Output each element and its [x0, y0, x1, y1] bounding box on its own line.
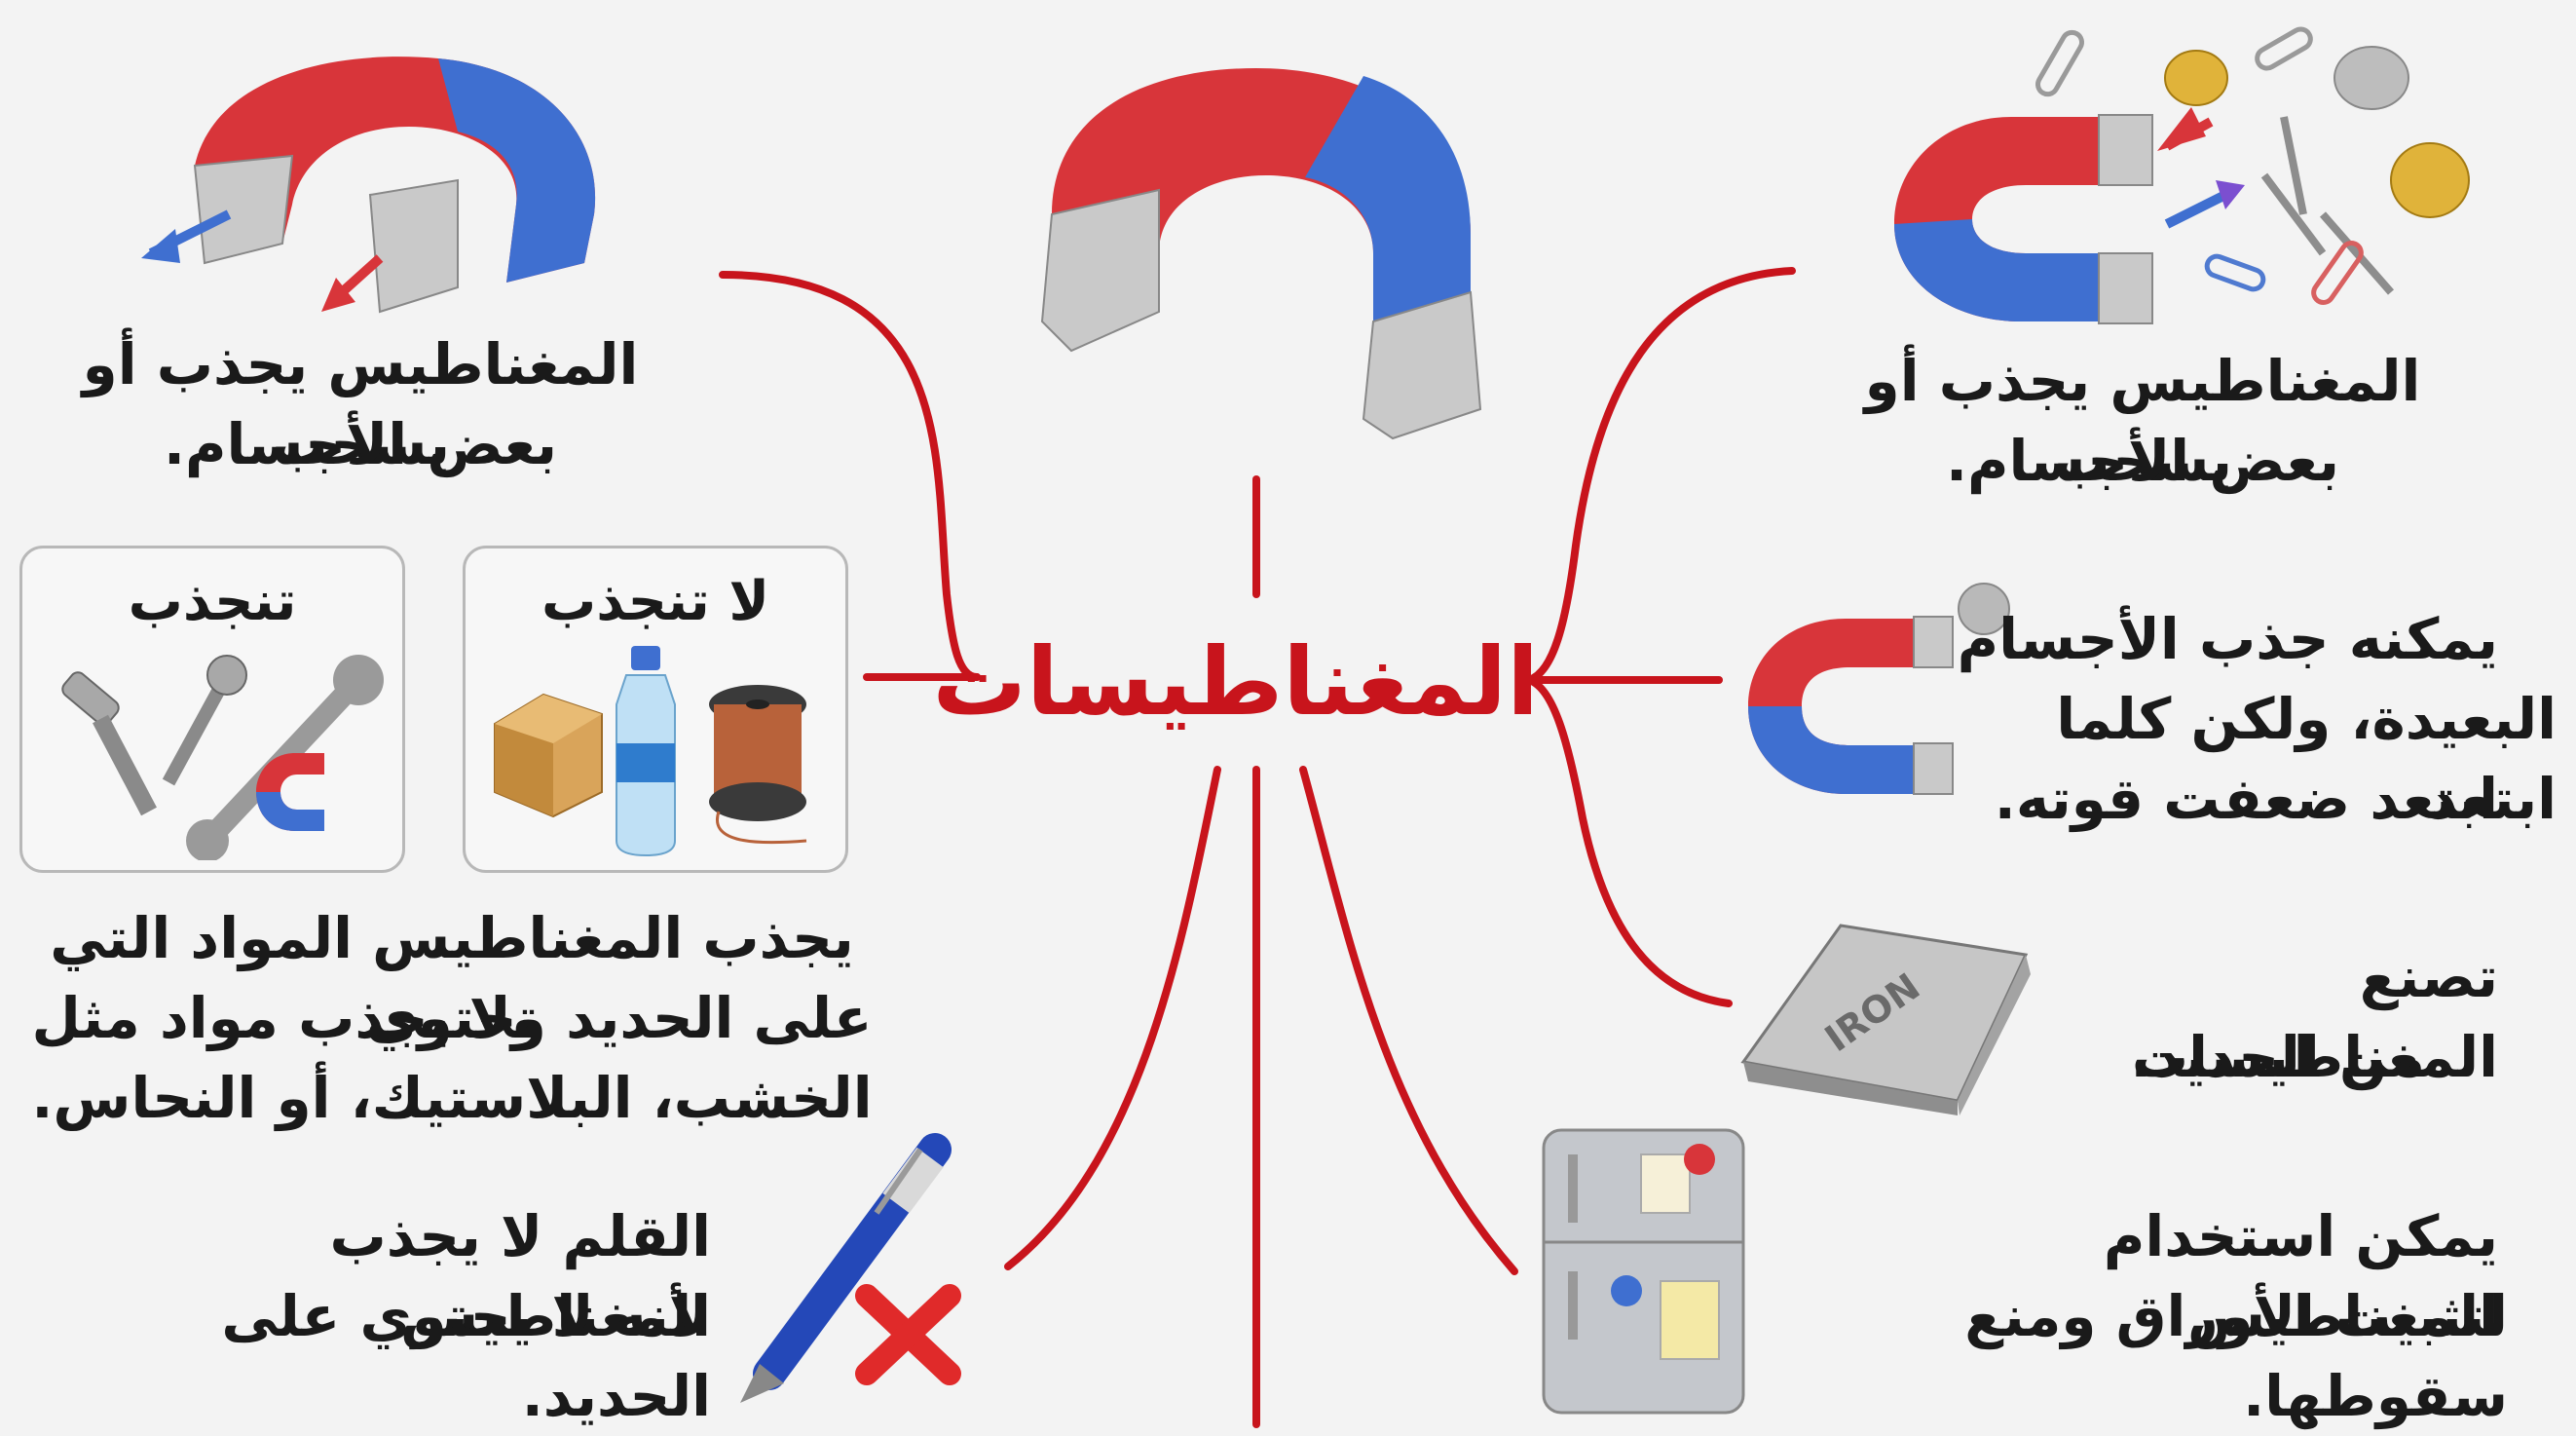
- fridge-text-line1: يمكن استخدام المغناطيس: [2103, 1203, 2498, 1349]
- connector-right-upper: [1525, 267, 1796, 684]
- connector-pen: [1004, 766, 1221, 1270]
- magnet-attract-icon: [1894, 26, 2470, 324]
- iron-bar-icon: IRON: [1740, 924, 2031, 1115]
- top-left-text-line1: المغناطيس يجذب أو يسحب: [82, 331, 639, 477]
- steel-ball-icon: [1958, 583, 2010, 635]
- distance-text-line2: البعيدة، ولكن كلما ابتعد: [2056, 686, 2557, 832]
- connector-fridge: [1299, 766, 1518, 1275]
- top-right-text-line1: المغناطيس يجذب أو يسحب: [1864, 348, 2421, 494]
- top-left-text-line2: بعض الأجسام.: [163, 411, 558, 477]
- materials-text-line1: يجذب المغناطيس المواد التي تحتوي: [50, 905, 854, 1051]
- water-bottle-icon: [616, 646, 676, 857]
- cross-icon: [855, 1284, 961, 1385]
- page-title: المغناطيسات: [932, 627, 1539, 737]
- distance-text-line3: ابتعد ضعفت قوته.: [1994, 766, 2498, 832]
- coin-icon: [2333, 46, 2409, 110]
- iron-text-line1: تصنع المغناطيسات: [2131, 944, 2498, 1090]
- connector-right-lower: [1525, 676, 1733, 1007]
- horseshoe-magnet-icon: [1040, 68, 1482, 440]
- pen-text-line2: لأنه لا يحتوي على الحديد.: [221, 1283, 711, 1429]
- attracted-label: تنجذب: [128, 570, 297, 633]
- not-attracted-label: لا تنجذب: [541, 570, 770, 633]
- attracted-box: تنجذب: [19, 546, 405, 873]
- screw-icon: [61, 671, 157, 816]
- pen-text-line1: القلم لا يجذب المغناطيس: [329, 1203, 712, 1349]
- wood-block-icon: [494, 693, 603, 818]
- fridge-icon: [1542, 1128, 1745, 1415]
- magnet-repel-icon: [141, 57, 596, 314]
- pen-icon: [740, 1133, 961, 1403]
- coin-icon: [2390, 142, 2470, 218]
- nail-icon: [2260, 172, 2327, 256]
- magnet-distance-icon: [1748, 583, 2010, 795]
- fridge-text-line2: لتثبيت الأوراق ومنع سقوطها.: [1964, 1283, 2508, 1429]
- materials-text-line2: على الحديد ولا يجذب مواد مثل: [31, 985, 873, 1051]
- non-iron-objects-icon: [494, 646, 807, 857]
- iron-text-line2: من الحديد.: [2130, 1024, 2425, 1090]
- iron-objects-icon: [61, 655, 384, 860]
- top-right-text-line2: بعض الأجسام.: [1945, 428, 2340, 494]
- materials-text-line3: الخشب، البلاستيك، أو النحاس.: [31, 1065, 873, 1131]
- copper-coil-icon: [709, 685, 807, 845]
- distance-text-line1: يمكنه جذب الأجسام: [1957, 606, 2498, 672]
- not-attracted-box: لا تنجذب: [463, 546, 848, 873]
- paperclip-icon: [2035, 29, 2084, 97]
- connector-left-upper: [719, 271, 981, 681]
